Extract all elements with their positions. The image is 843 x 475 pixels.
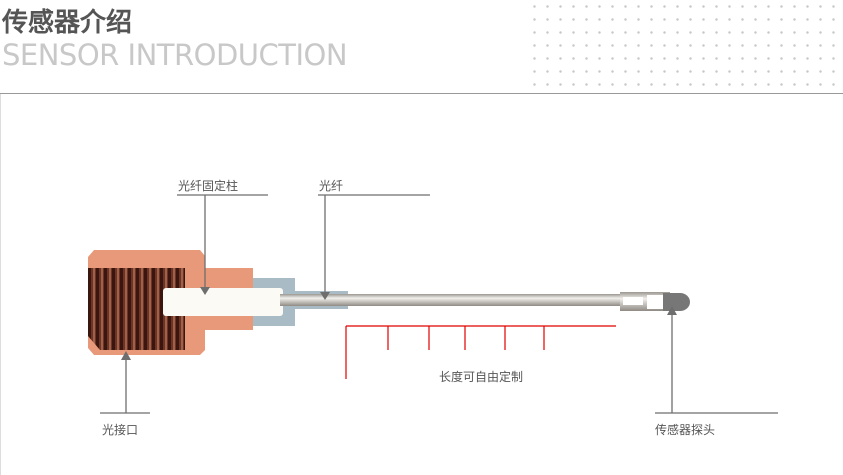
left-border xyxy=(0,94,1,475)
fiber-tube xyxy=(280,294,620,306)
dot-grid-decoration xyxy=(528,0,843,92)
fiber-post xyxy=(163,288,283,316)
label-optical-port: 光接口 xyxy=(102,423,139,437)
header-divider xyxy=(0,93,843,94)
label-fiber-post: 光纤固定柱 xyxy=(178,179,239,193)
page-title: 传感器介绍 xyxy=(2,8,133,38)
length-measure xyxy=(345,325,616,379)
label-fiber: 光纤 xyxy=(319,179,344,193)
leader-lines xyxy=(100,194,778,414)
label-length-note: 长度可自由定制 xyxy=(439,370,524,384)
label-sensor-probe: 传感器探头 xyxy=(655,423,716,437)
sensor-probe xyxy=(620,292,690,311)
page-subtitle: SENSOR INTRODUCTION xyxy=(2,38,348,72)
